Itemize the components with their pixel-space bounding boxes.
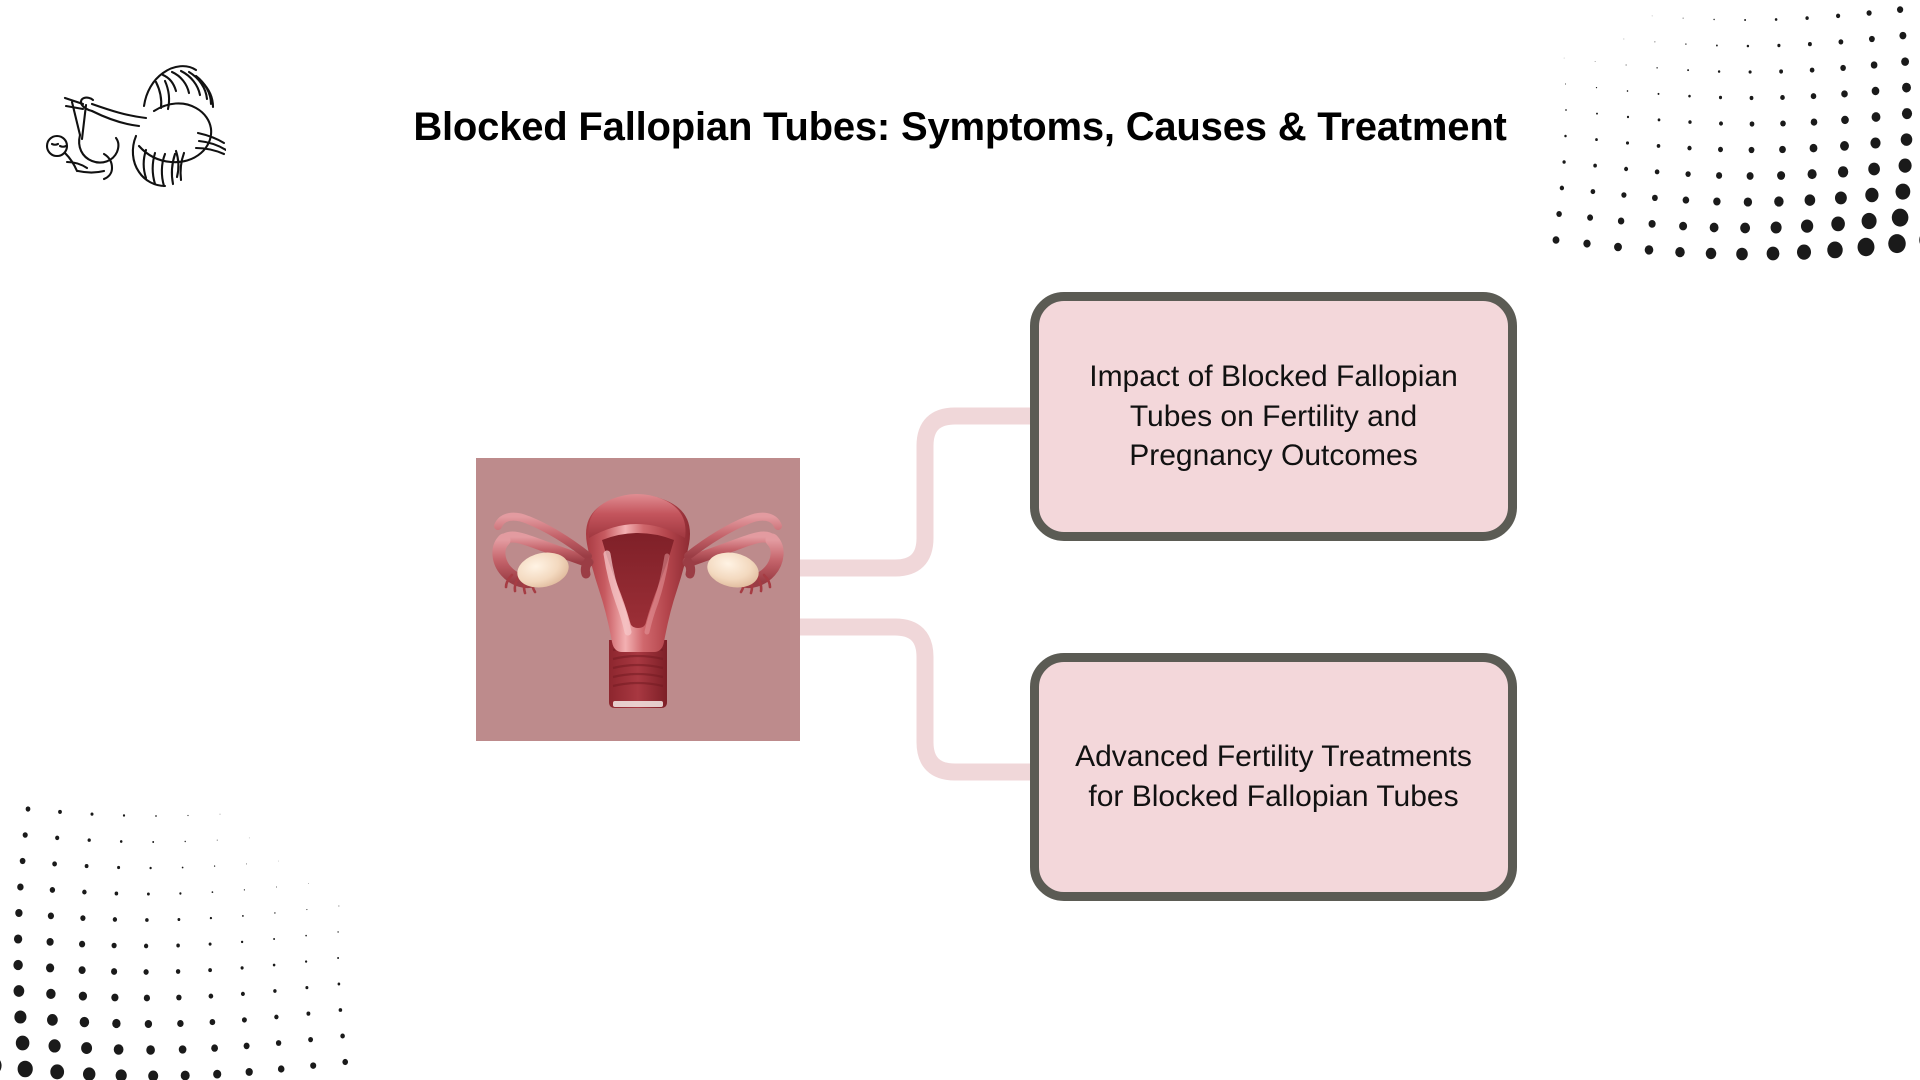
stork-carrying-baby-logo [26, 38, 228, 193]
node-card-advanced[interactable]: Advanced Fertility Treatments for Blocke… [1030, 653, 1517, 901]
node-card-advanced-label: Advanced Fertility Treatments for Blocke… [1075, 740, 1472, 813]
node-card-impact[interactable]: Impact of Blocked Fallopian Tubes on Fer… [1030, 292, 1517, 541]
connector-to-advanced-card [800, 618, 1032, 781]
connector-to-impact-card [800, 407, 1032, 577]
page-title: Blocked Fallopian Tubes: Symptoms, Cause… [413, 105, 1507, 149]
halftone-dots-bottom-left-icon [0, 790, 380, 1080]
halftone-dots-top-right-icon [1540, 0, 1920, 270]
halftone-dots-svg [1552, 6, 1920, 261]
uterus-fallopian-tubes-illustration [476, 458, 800, 741]
halftone-dots-svg [0, 806, 349, 1080]
stork-logo-svg [45, 65, 228, 188]
node-card-impact-label: Impact of Blocked Fallopian Tubes on Fer… [1089, 360, 1458, 473]
uterus-diagram-svg [492, 494, 784, 708]
